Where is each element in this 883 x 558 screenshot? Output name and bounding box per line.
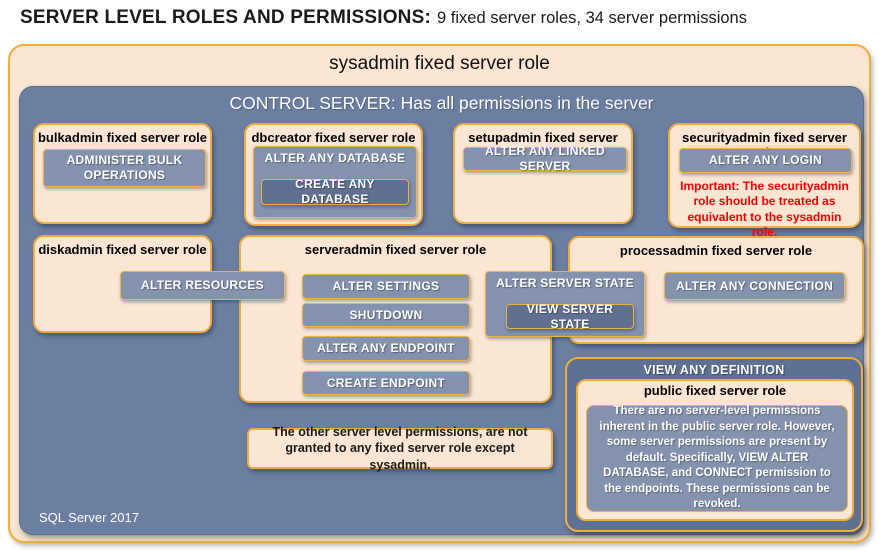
role-box-bulkadmin: bulkadmin fixed server role ADMINISTER B…	[33, 123, 212, 224]
role-title-bulkadmin: bulkadmin fixed server role	[37, 130, 208, 145]
role-title-public: public fixed server role	[643, 383, 787, 398]
sysadmin-role-box: sysadmin fixed server role CONTROL SERVE…	[8, 44, 871, 543]
role-box-setupadmin: setupadmin fixed server role ALTER ANY L…	[453, 123, 633, 224]
sysadmin-role-label: sysadmin fixed server role	[329, 53, 550, 74]
role-box-serveradmin: serveradmin fixed server role ALTER SETT…	[239, 235, 552, 403]
role-box-dbcreator: dbcreator fixed server role ALTER ANY DA…	[244, 123, 423, 226]
permission-alter-server-state: ALTER SERVER STATE VIEW SERVER STATE	[485, 271, 645, 337]
permission-view-server-state: VIEW SERVER STATE	[506, 302, 634, 331]
permission-alter-resources: ALTER RESOURCES	[120, 271, 285, 300]
permission-alter-any-connection: ALTER ANY CONNECTION	[664, 272, 845, 300]
role-title-diskadmin: diskadmin fixed server role	[38, 242, 207, 257]
permission-alter-any-login: ALTER ANY LOGIN	[679, 148, 852, 173]
permission-alter-any-linked-server: ALTER ANY LINKED SERVER	[463, 144, 627, 173]
role-title-processadmin: processadmin fixed server role	[619, 243, 813, 258]
permission-alter-any-database: ALTER ANY DATABASE CREATE ANY DATABASE	[253, 146, 417, 218]
other-permissions-note: The other server level permissions, are …	[247, 425, 553, 472]
permission-shutdown: SHUTDOWN	[302, 303, 470, 327]
page-title: SERVER LEVEL ROLES AND PERMISSIONS: 9 fix…	[20, 7, 870, 29]
role-box-public: public fixed server role There are no se…	[576, 379, 854, 521]
permission-alter-server-state-label: ALTER SERVER STATE	[496, 276, 634, 290]
permission-create-any-database: CREATE ANY DATABASE	[261, 177, 409, 206]
role-title-serveradmin: serveradmin fixed server role	[304, 242, 487, 257]
page-title-main: SERVER LEVEL ROLES AND PERMISSIONS:	[20, 7, 432, 28]
securityadmin-warning-text: Important: The securityadmin role should…	[680, 179, 849, 240]
role-title-dbcreator: dbcreator fixed server role	[251, 130, 416, 145]
permission-create-endpoint: CREATE ENDPOINT	[302, 371, 470, 395]
page-title-subtitle: 9 fixed server roles, 34 server permissi…	[437, 9, 747, 27]
permission-alter-any-endpoint: ALTER ANY ENDPOINT	[302, 336, 470, 361]
view-any-definition-label: VIEW ANY DEFINITION	[643, 363, 785, 377]
permission-alter-any-database-label: ALTER ANY DATABASE	[264, 151, 406, 165]
role-box-securityadmin: securityadmin fixed server role ALTER AN…	[668, 123, 861, 239]
permission-administer-bulk-operations: ADMINISTER BULK OPERATIONS	[43, 149, 206, 187]
control-server-label: CONTROL SERVER: Has all permissions in t…	[229, 93, 654, 113]
view-any-definition-box: VIEW ANY DEFINITION public fixed server …	[565, 357, 863, 532]
control-server-box: CONTROL SERVER: Has all permissions in t…	[19, 86, 864, 535]
public-role-description: There are no server-level permissions in…	[586, 405, 848, 512]
permission-alter-settings: ALTER SETTINGS	[302, 274, 470, 299]
sql-server-version-label: SQL Server 2017	[39, 510, 139, 525]
